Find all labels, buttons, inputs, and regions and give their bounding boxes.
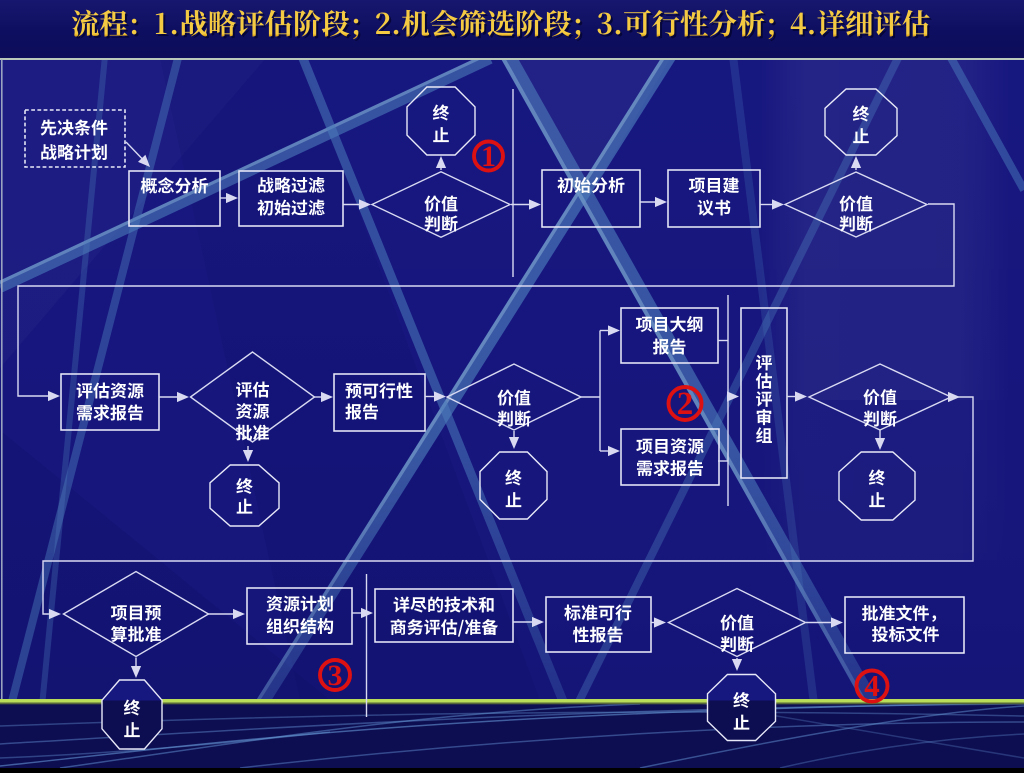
svg-text:1: 1 [481, 140, 496, 173]
svg-text:2: 2 [677, 386, 694, 422]
svg-text:3: 3 [328, 659, 343, 692]
svg-text:4: 4 [864, 668, 880, 703]
